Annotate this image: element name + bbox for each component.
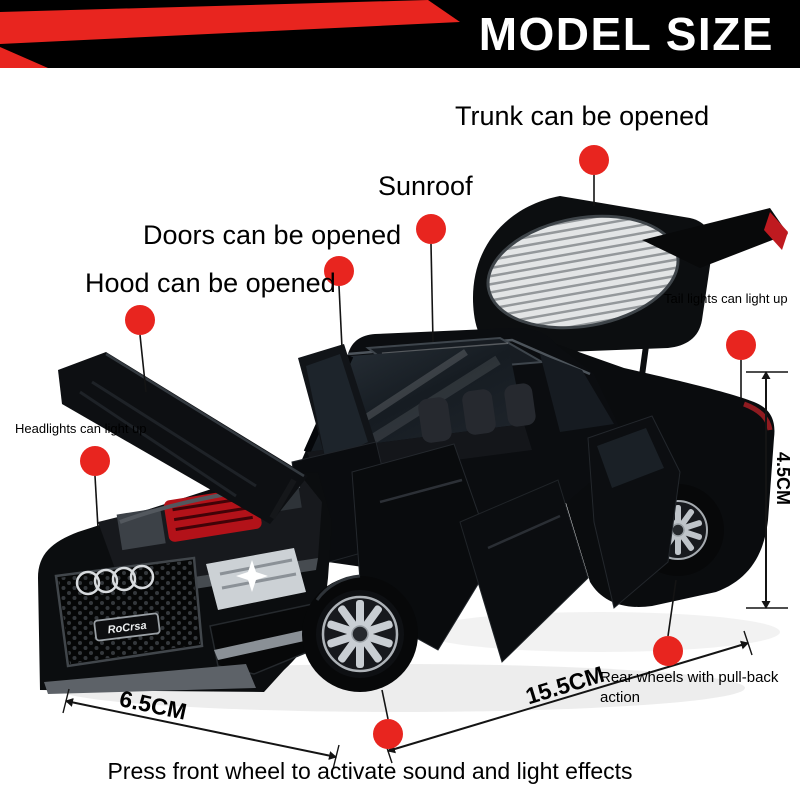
front-splitter	[44, 664, 256, 694]
rear-spoiler	[642, 208, 788, 268]
tail-light-strip	[764, 212, 788, 250]
audi-rings-icon	[75, 564, 155, 596]
front-wheel	[302, 574, 418, 692]
callout-dot-tail-lights	[726, 330, 756, 360]
seats	[418, 383, 536, 443]
hood-open	[58, 352, 308, 524]
right-rear-door-open	[587, 415, 681, 609]
callout-dots	[80, 145, 756, 749]
front-fascia: RoCrsa	[44, 548, 336, 694]
trunk-label: Trunk can be opened	[455, 101, 710, 131]
doors-label: Doors can be opened	[143, 220, 402, 250]
headlights-label: Headlights can light up	[15, 421, 147, 436]
length-dimension-line	[387, 640, 749, 754]
light-sparkle-icon	[236, 560, 268, 592]
callout-dot-trunk	[579, 145, 609, 175]
rear-wheels-label: Rear wheels with pull-back action	[600, 669, 779, 706]
callout-dot-sunroof	[416, 214, 446, 244]
callout-dot-front-wheel	[373, 719, 403, 749]
callout-dot-rear-wheels	[653, 636, 683, 666]
tail-lights-label: Tail lights can light up	[664, 291, 788, 306]
rear-side-glass	[540, 354, 614, 432]
callout-dot-headlights	[80, 446, 110, 476]
callout-dot-doors	[324, 256, 354, 286]
header-title: MODEL SIZE	[478, 8, 774, 60]
headlight	[206, 548, 306, 610]
callout-lines	[94, 175, 742, 720]
hood-label: Hood can be opened	[85, 268, 336, 298]
header-red-stripe	[0, 0, 460, 68]
header-banner: MODEL SIZE	[0, 0, 800, 68]
grille-badge: RoCrsa	[93, 612, 161, 642]
height-dimension-label: 4.5CM	[773, 452, 793, 506]
front-wheel-instruction: Press front wheel to activate sound and …	[107, 758, 633, 784]
callout-dot-hood	[125, 305, 155, 335]
width-dimension-line	[65, 698, 337, 760]
sunroof-label: Sunroof	[378, 171, 473, 201]
grille-badge-text: RoCrsa	[107, 620, 147, 637]
